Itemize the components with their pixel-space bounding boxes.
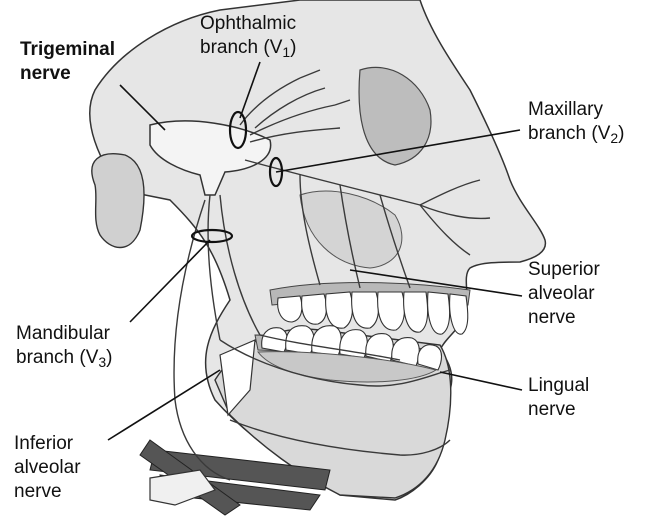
- maxillary-label-suffix: ): [618, 123, 624, 144]
- mandibular-label-suffix: ): [106, 347, 112, 368]
- trigeminal-label-line2: nerve: [20, 62, 115, 86]
- trigeminal-label: Trigeminal nerve: [20, 38, 115, 86]
- maxillary-label: Maxillary branch (V2): [528, 98, 625, 146]
- trigeminal-label-line1: Trigeminal: [20, 38, 115, 62]
- superior-alveolar-label: Superior alveolar nerve: [528, 258, 600, 330]
- lingual-label: Lingual nerve: [528, 374, 589, 422]
- ophthalmic-label-line2: branch (V1): [200, 36, 297, 60]
- lingual-label-line1: Lingual: [528, 374, 589, 398]
- superior-alveolar-label-line1: Superior: [528, 258, 600, 282]
- superior-alveolar-label-line3: nerve: [528, 306, 600, 330]
- ophthalmic-label-prefix: branch (V: [200, 37, 282, 58]
- inferior-alveolar-label-line2: alveolar: [14, 456, 81, 480]
- inferior-alveolar-label-line3: nerve: [14, 480, 81, 504]
- ophthalmic-label: Ophthalmic branch (V1): [200, 12, 297, 60]
- maxillary-label-subscript: 2: [610, 130, 618, 146]
- mandibular-label-line2: branch (V3): [16, 346, 113, 370]
- leader-inferior-alveolar: [108, 370, 220, 440]
- ophthalmic-label-subscript: 1: [282, 44, 290, 60]
- superior-alveolar-label-line2: alveolar: [528, 282, 600, 306]
- ophthalmic-label-suffix: ): [290, 37, 296, 58]
- lingual-label-line2: nerve: [528, 398, 589, 422]
- mandibular-label: Mandibular branch (V3): [16, 322, 113, 370]
- ophthalmic-label-line1: Ophthalmic: [200, 12, 297, 36]
- maxillary-label-prefix: branch (V: [528, 123, 610, 144]
- mandibular-label-prefix: branch (V: [16, 347, 98, 368]
- mandibular-label-subscript: 3: [98, 354, 106, 370]
- leader-mandibular: [130, 240, 210, 322]
- inferior-alveolar-label-line1: Inferior: [14, 432, 81, 456]
- mandibular-label-line1: Mandibular: [16, 322, 113, 346]
- maxillary-label-line2: branch (V2): [528, 122, 625, 146]
- maxillary-label-line1: Maxillary: [528, 98, 625, 122]
- ear: [92, 154, 144, 248]
- inferior-alveolar-label: Inferior alveolar nerve: [14, 432, 81, 504]
